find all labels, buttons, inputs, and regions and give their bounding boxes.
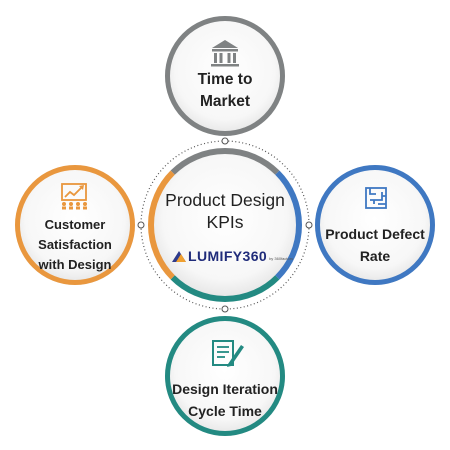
logo-text: LUMIFY360 (188, 248, 268, 264)
node-top-line1: Time to (197, 71, 253, 88)
logo-sub: by 360factors (269, 255, 294, 261)
node-top-line2: Market (200, 93, 250, 110)
center-ring-right (275, 170, 302, 280)
bank-icon (211, 40, 239, 67)
node-label-left: Customer Satisfaction with Design (15, 215, 135, 275)
center-ring-left (148, 170, 175, 280)
center-title: Product Design KPIs (150, 189, 300, 233)
center-title-line1: Product Design (165, 190, 285, 210)
growth-chart-icon (61, 183, 87, 210)
center-disc (150, 150, 300, 300)
node-left-line3: with Design (38, 257, 112, 272)
node-ring-top (165, 16, 285, 136)
connector-dot-top (221, 137, 229, 145)
node-right-line1: Product Defect (325, 226, 425, 242)
center-ring-bottom (170, 275, 280, 302)
node-top (165, 16, 285, 136)
node-left (15, 165, 135, 285)
node-right (315, 165, 435, 285)
node-bottom-line2: Cycle Time (188, 403, 262, 419)
node-ring-left (15, 165, 135, 285)
node-bottom-line1: Design Iteration (172, 381, 278, 397)
node-left-line2: Satisfaction (38, 237, 112, 252)
node-ring-bottom (165, 316, 285, 436)
center-title-line2: KPIs (206, 212, 244, 232)
node-label-right: Product Defect Rate (315, 223, 435, 267)
center-ring-top (170, 148, 280, 175)
document-edit-icon (212, 340, 244, 367)
connector-dot-bottom (221, 305, 229, 313)
connector-dot-left (137, 221, 145, 229)
logo: LUMIFY360 by 360factors (188, 247, 293, 265)
node-label-top: Time to Market (165, 69, 285, 113)
center-ring (148, 148, 302, 302)
node-ring-right (315, 165, 435, 285)
logo-mark (172, 251, 186, 262)
node-bottom (165, 316, 285, 436)
node-left-line1: Customer (44, 217, 106, 232)
connector-dot-right (305, 221, 313, 229)
maze-icon (365, 187, 387, 209)
node-label-bottom: Design Iteration Cycle Time (165, 378, 285, 422)
node-right-line2: Rate (359, 248, 391, 264)
